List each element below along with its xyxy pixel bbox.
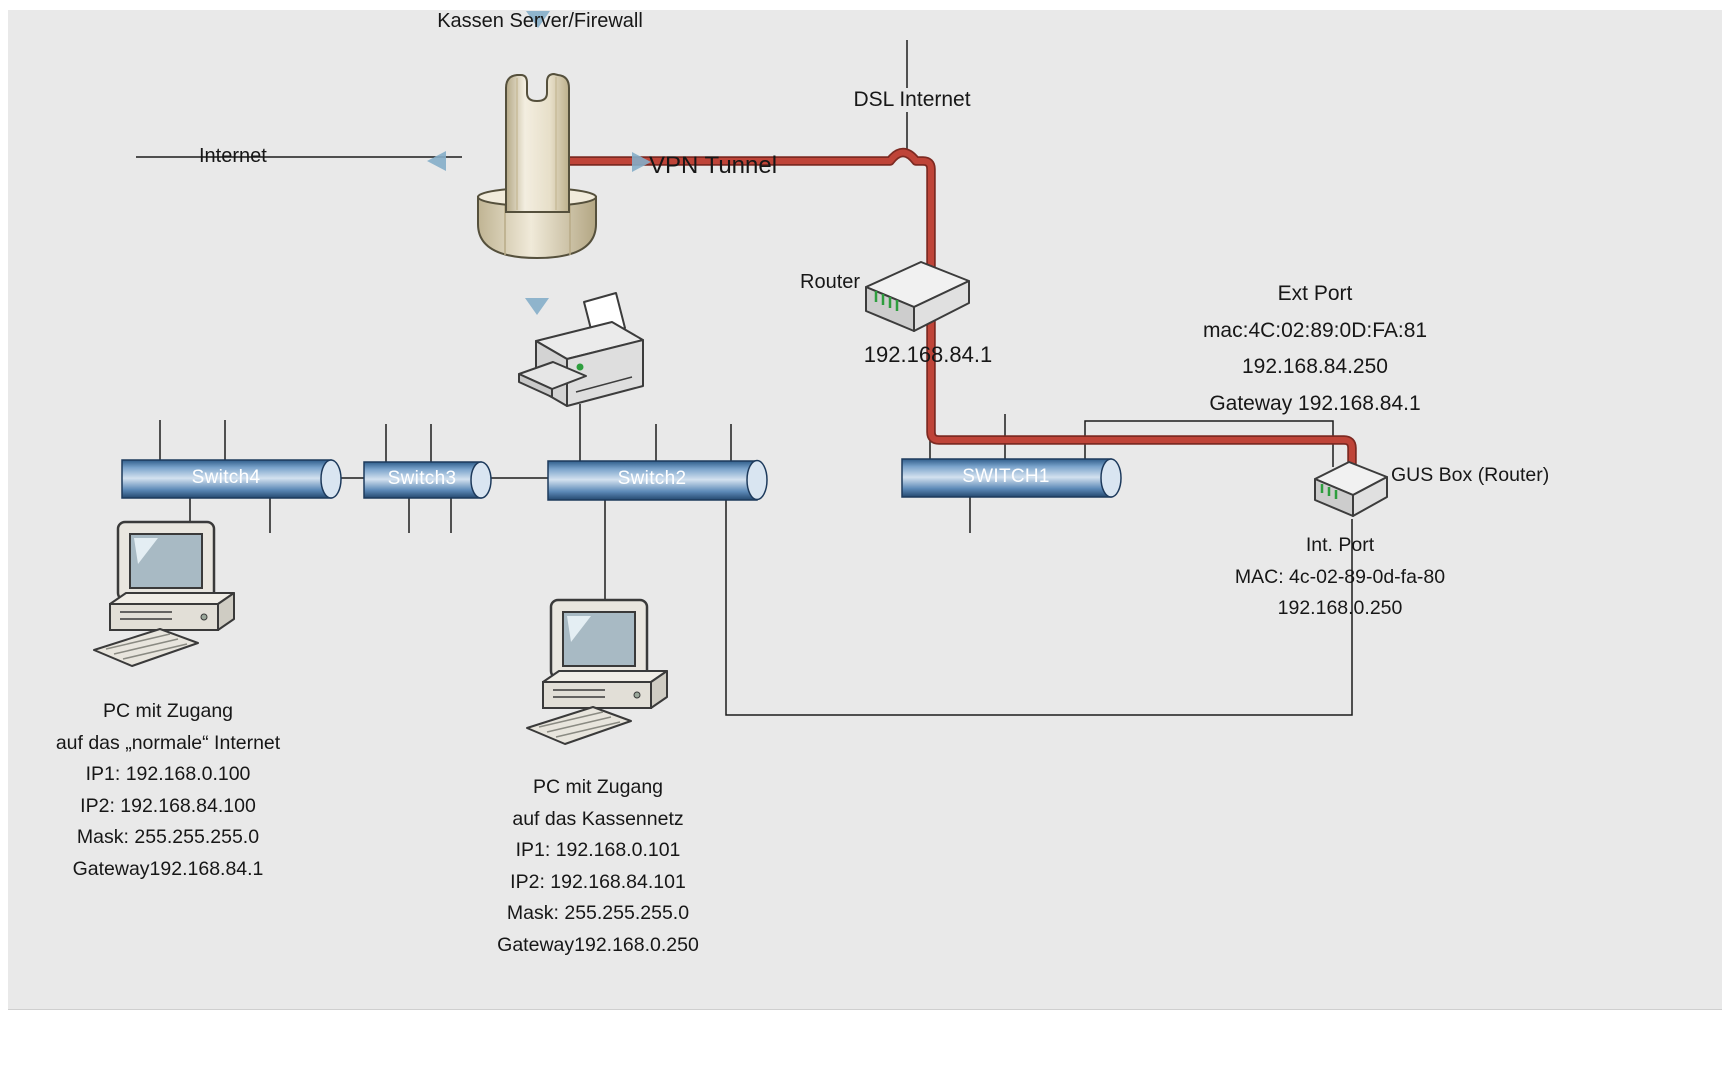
- ext-port-gateway: Gateway 192.168.84.1: [1209, 391, 1421, 415]
- pc-internet-mask: Mask: 255.255.255.0: [76, 826, 260, 848]
- ext-port-title: Ext Port: [1277, 282, 1353, 305]
- pc-icon-kassen: [525, 598, 669, 746]
- arrow-down-mid-icon: [525, 298, 549, 315]
- switch2-label: Switch2: [617, 468, 687, 489]
- switch2-gusbox-line: [725, 499, 1353, 716]
- switch2-cylinder-icon: [547, 459, 768, 501]
- connector-arrows: [427, 11, 651, 315]
- pc-internet-ip2: IP2: 192.168.84.100: [80, 794, 256, 817]
- pc-internet-line2: auf das „normale“ Internet: [55, 731, 281, 754]
- router-label: Router: [800, 271, 861, 293]
- pc-internet-ip1: IP1: 192.168.0.100: [85, 763, 251, 785]
- ext-port-mac: mac:4C:02:89:0D:FA:81: [1202, 318, 1428, 342]
- int-port-info: Int. Port MAC: 4c-02-89-0d-fa-80 192.168…: [1235, 530, 1445, 625]
- arrow-down-top-icon: [526, 11, 550, 28]
- switch4-label: Switch4: [191, 467, 261, 488]
- internet-label: Internet: [199, 145, 267, 167]
- ext-port-info: Ext Port mac:4C:02:89:0D:FA:81 192.168.8…: [1203, 276, 1427, 422]
- switch1-label: SWITCH1: [962, 466, 1050, 487]
- pc-kassen-ip2: IP2: 192.168.84.101: [510, 870, 686, 893]
- pc-internet-gateway: Gateway192.168.84.1: [72, 857, 264, 880]
- pc-kassen-gateway: Gateway192.168.0.250: [497, 933, 699, 956]
- pc-internet-info: PC mit Zugang auf das „normale“ Internet…: [56, 696, 280, 885]
- router-ip-label: 192.168.84.1: [863, 342, 993, 367]
- int-port-title: Int. Port: [1305, 534, 1375, 556]
- router-icon: [865, 261, 970, 332]
- pc-icon-internet: [92, 520, 236, 668]
- switch3-label: Switch3: [387, 468, 457, 489]
- pc-kassen-line1: PC mit Zugang: [532, 776, 664, 798]
- vpn-tunnel-label: VPN Tunnel: [648, 152, 778, 179]
- arrow-right-icon: [632, 152, 651, 172]
- int-port-mac: MAC: 4c-02-89-0d-fa-80: [1234, 565, 1446, 588]
- pc-kassen-mask: Mask: 255.255.255.0: [506, 902, 690, 924]
- pc-kassen-line2: auf das Kassennetz: [512, 807, 684, 830]
- switch3-cylinder-icon: [363, 461, 492, 499]
- pc-internet-line1: PC mit Zugang: [102, 700, 234, 722]
- int-port-ip: 192.168.0.250: [1277, 597, 1403, 619]
- pc-kassen-ip1: IP1: 192.168.0.101: [515, 839, 681, 861]
- printer-icon: [518, 292, 644, 407]
- switch4-cylinder-icon: [121, 459, 342, 499]
- gus-box-icon: [1314, 461, 1388, 517]
- pc-kassen-info: PC mit Zugang auf das Kassennetz IP1: 19…: [497, 772, 699, 961]
- arrow-left-icon: [427, 151, 446, 171]
- switch1-cylinder-icon: [901, 458, 1122, 498]
- firewall-title: Kassen Server/Firewall: [437, 10, 643, 32]
- ext-port-ip: 192.168.84.250: [1242, 355, 1388, 378]
- gus-box-label: GUS Box (Router): [1391, 464, 1550, 486]
- diagram-canvas: [8, 10, 1722, 1010]
- firewall-tower-icon: [477, 72, 597, 260]
- dsl-internet-label: DSL Internet: [849, 88, 975, 112]
- connection-lines: [136, 40, 1353, 716]
